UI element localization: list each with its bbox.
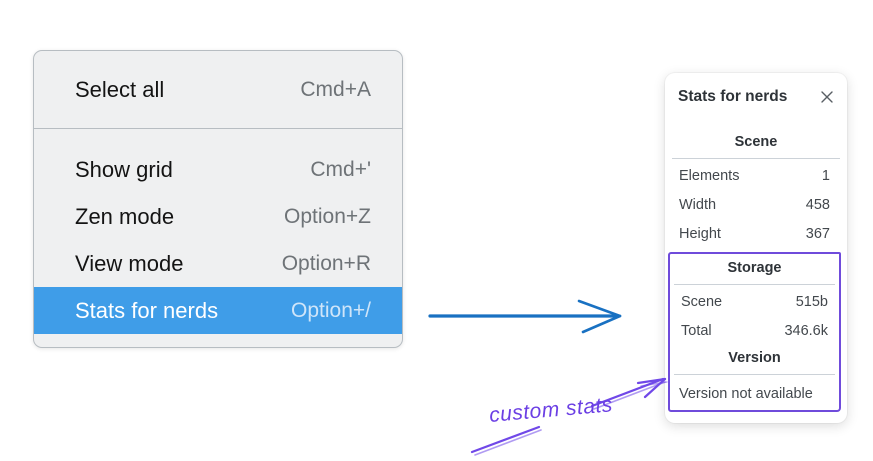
section-storage: Storage Scene 515b Total 346.6k [670,258,839,346]
stat-value: 367 [805,226,830,242]
menu-item-view-mode[interactable]: View mode Option+R [34,240,402,287]
menu-item-zen-mode[interactable]: Zen mode Option+Z [34,193,402,240]
section-heading: Version [728,350,781,366]
stat-value: 1 [821,168,830,184]
menu-item-shortcut: Cmd+' [310,157,371,181]
version-note: Version not available [679,386,813,402]
stat-row-scene-storage: Scene 515b [670,288,839,317]
menu-item-shortcut: Option+Z [284,204,371,228]
stat-value: 346.6k [784,323,828,339]
section-heading: Storage [727,260,782,276]
stats-panel-title: Stats for nerds [678,88,788,105]
custom-stats-highlight-box: Storage Scene 515b Total 346.6k Version … [668,252,841,412]
stat-row-width: Width 458 [665,191,847,220]
stat-row-total-storage: Total 346.6k [670,317,839,346]
section-divider [672,158,840,159]
stat-label: Total [681,323,712,339]
stat-label: Width [679,197,717,213]
stats-panel-header: Stats for nerds [665,85,847,107]
section-divider [674,284,835,285]
menu-item-shortcut: Option+/ [291,298,371,322]
section-version: Version Version not available [670,348,839,409]
menu-group: Show grid Cmd+' Zen mode Option+Z View m… [34,129,402,334]
stat-label: Elements [679,168,740,184]
menu-item-label: View mode [75,250,184,276]
menu-item-show-grid[interactable]: Show grid Cmd+' [34,146,402,193]
stat-row-elements: Elements 1 [665,162,847,191]
menu-item-shortcut: Cmd+A [300,77,371,101]
annotation-arrow-icon [470,377,668,456]
close-icon[interactable] [820,90,834,104]
stat-value: 515b [795,294,828,310]
context-menu: Select all Cmd+A Show grid Cmd+' Zen mod… [33,50,403,348]
menu-item-label: Select all [75,76,165,102]
section-divider [674,374,835,375]
section-heading: Scene [734,134,778,150]
menu-item-label: Zen mode [75,203,175,229]
arrow-menu-to-panel-icon [428,299,622,334]
menu-item-stats-for-nerds[interactable]: Stats for nerds Option+/ [34,287,402,334]
stats-panel: Stats for nerds Scene Elements 1 Width 4… [665,73,847,423]
stat-label: Height [679,226,721,242]
menu-item-label: Stats for nerds [75,297,219,323]
section-scene: Scene Elements 1 Width 458 Height 367 [665,132,847,249]
menu-item-select-all[interactable]: Select all Cmd+A [34,51,402,128]
stat-row-height: Height 367 [665,220,847,249]
menu-item-shortcut: Option+R [281,251,371,275]
menu-item-label: Show grid [75,156,173,182]
menu-divider [34,128,402,129]
stat-label: Scene [681,294,723,310]
stat-value: 458 [805,197,830,213]
